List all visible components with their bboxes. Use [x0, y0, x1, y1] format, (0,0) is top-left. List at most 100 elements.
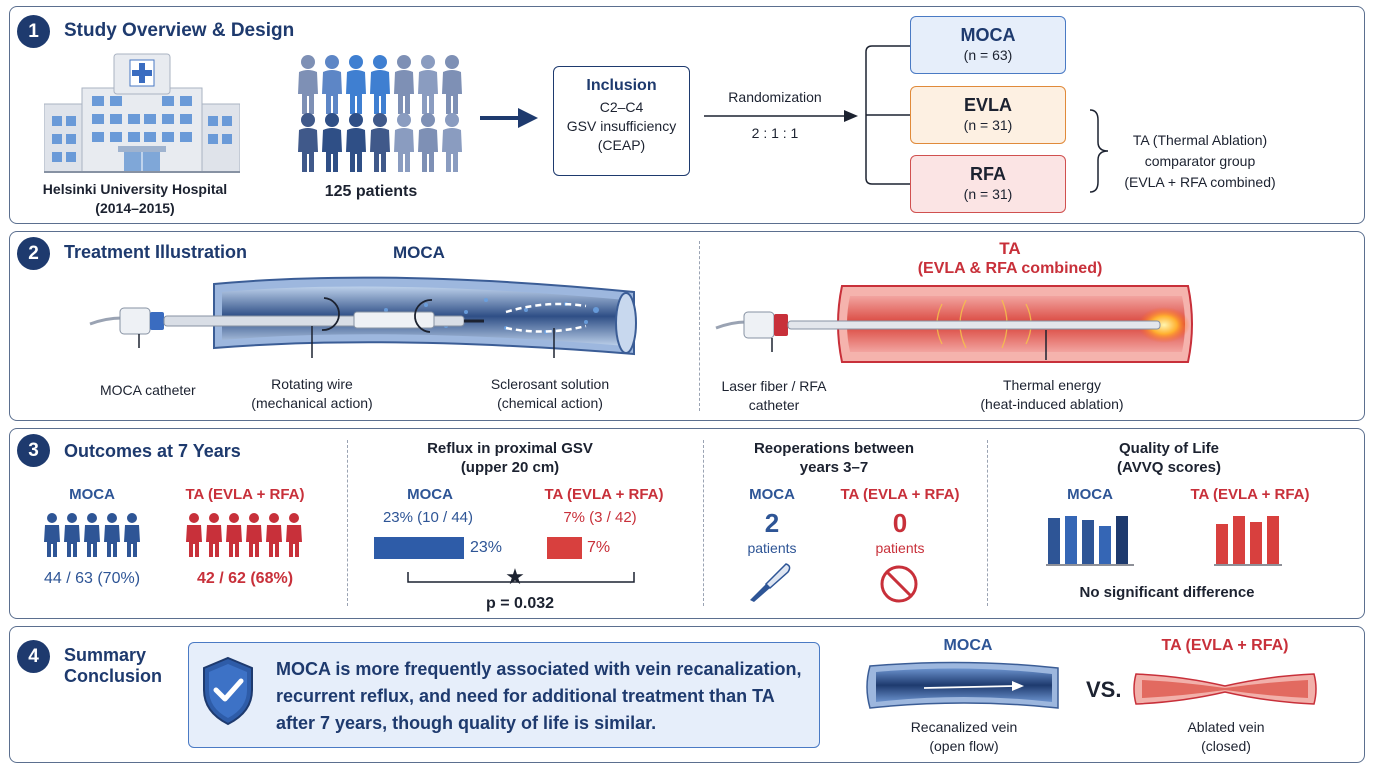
people-icon [298, 55, 462, 172]
thermal-energy-label: Thermal energy [1002, 377, 1102, 393]
hospital-name: Helsinki University Hospital [42, 181, 228, 197]
comparator-line2: comparator group [1144, 153, 1256, 169]
randomization-arrow-icon [704, 110, 858, 122]
ta-bar-label: 7% [587, 539, 611, 556]
moca-group-box: MOCA (n = 63) [910, 16, 1066, 74]
section-number-2: 2 [17, 237, 50, 270]
outcomes-panel [9, 428, 1365, 619]
ablated-label: Ablated vein [1187, 719, 1265, 735]
moca-group-n: (n = 63) [963, 47, 1013, 63]
qol-title-2: (AVVQ scores) [1117, 459, 1221, 476]
section-number-4: 4 [17, 640, 50, 673]
vs-label: VS. [1086, 677, 1122, 702]
recanalized-label: Recanalized vein [910, 719, 1018, 735]
no-difference-label: No significant difference [1079, 584, 1255, 601]
reflux-moca-label: MOCA [407, 486, 453, 503]
rfa-group-n: (n = 31) [963, 186, 1013, 202]
summary-title-2: Conclusion [64, 666, 162, 686]
ta-vein-illustration [715, 285, 1193, 363]
hospital-years: (2014–2015) [95, 200, 175, 216]
moca-reop-patients: patients [747, 540, 797, 556]
conclusion-box [188, 642, 820, 748]
reflux-ta-label: TA (EVLA + RFA) [544, 486, 664, 503]
inclusion-line3: (CEAP) [597, 137, 646, 153]
section-number-1: 1 [17, 15, 50, 48]
panel2-divider [699, 241, 700, 411]
outcome-ta-label: TA (EVLA + RFA) [185, 486, 305, 503]
panel3-divider-1 [347, 440, 348, 606]
summary-moca-label: MOCA [943, 637, 993, 654]
hospital-icon [44, 53, 240, 173]
reop-title-1: Reoperations between [753, 440, 915, 457]
rotating-wire-label: Rotating wire [271, 376, 353, 392]
inclusion-line1: C2–C4 [599, 99, 644, 115]
ratio-label: 2 : 1 : 1 [751, 125, 799, 141]
summary-ta-label: TA (EVLA + RFA) [1161, 637, 1289, 654]
qol-ta-label: TA (EVLA + RFA) [1190, 486, 1310, 503]
shield-check-icon [203, 656, 253, 726]
conclusion-line-3: after 7 years, though quality of life is… [276, 713, 657, 733]
inclusion-box: Inclusion C2–C4 GSV insufficiency (CEAP) [553, 66, 690, 176]
section-number-3: 3 [17, 434, 50, 467]
moca-bar-label: 23% [470, 539, 503, 556]
moca-patients-icon [44, 513, 140, 557]
panel3-divider-2 [703, 440, 704, 606]
outcomes-title: Outcomes at 7 Years [64, 441, 241, 461]
evla-group-n: (n = 31) [963, 117, 1013, 133]
rotating-wire-sub: (mechanical action) [251, 395, 373, 411]
treatment-title: Treatment Illustration [64, 242, 248, 262]
outcome-moca-label: MOCA [69, 486, 115, 503]
p-value: p = 0.032 [485, 595, 555, 612]
conclusion-line-2: recurrent reflux, and need for additiona… [276, 686, 775, 706]
ta-reop-count: 0 [892, 508, 908, 538]
moca-count: 44 / 63 (70%) [43, 570, 141, 587]
thermal-energy-sub: (heat-induced ablation) [980, 396, 1124, 412]
scalpel-icon [750, 563, 791, 602]
prohibited-icon [880, 565, 918, 603]
group-bracket [865, 45, 912, 185]
moca-group-name: MOCA [960, 25, 1016, 45]
qol-moca-label: MOCA [1067, 486, 1113, 503]
study-overview-title: Study Overview & Design [64, 20, 295, 41]
rfa-group-box: RFA (n = 31) [910, 155, 1066, 213]
reflux-title-2: (upper 20 cm) [460, 459, 560, 476]
reop-moca-label: MOCA [749, 486, 795, 503]
inclusion-title: Inclusion [586, 77, 657, 94]
comparator-line1: TA (Thermal Ablation) [1132, 132, 1268, 148]
arrow-icon [480, 108, 538, 128]
conclusion-line-1: MOCA is more frequently associated with … [276, 659, 802, 679]
ta-reop-patients: patients [875, 540, 925, 556]
moca-reflux-value: 23% (10 / 44) [382, 509, 474, 526]
randomization-label: Randomization [728, 89, 822, 105]
moca-reflux-bar [374, 537, 464, 559]
sclerosant-label: Sclerosant solution [490, 376, 610, 392]
evla-group-name: EVLA [963, 95, 1012, 115]
conclusion-text: MOCA is more frequently associated with … [276, 656, 801, 737]
ablated-vein-icon [1133, 673, 1317, 705]
moca-reop-count: 2 [764, 508, 780, 538]
ta-illustration-title: TA [999, 239, 1021, 258]
ta-illustration-subtitle: (EVLA & RFA combined) [917, 260, 1103, 277]
ta-qol-bars-icon [1214, 516, 1282, 566]
ablated-sub: (closed) [1201, 738, 1251, 754]
evla-group-box: EVLA (n = 31) [910, 86, 1066, 144]
sclerosant-sub: (chemical action) [497, 395, 603, 411]
reop-ta-label: TA (EVLA + RFA) [840, 486, 960, 503]
comparator-line3: (EVLA + RFA combined) [1124, 174, 1276, 190]
significance-star: ★ [505, 564, 525, 589]
qol-title-1: Quality of Life [1118, 440, 1219, 457]
inclusion-line2: GSV insufficiency [566, 118, 677, 134]
recanalized-vein-icon [866, 661, 1059, 709]
moca-qol-bars-icon [1046, 516, 1134, 566]
patients-count: 125 patients [324, 183, 418, 200]
ta-patients-icon [186, 513, 302, 557]
recanalized-sub: (open flow) [929, 738, 999, 754]
comparator-brace [1089, 109, 1109, 193]
moca-vein-illustration [89, 276, 637, 358]
reflux-title-1: Reflux in proximal GSV [427, 440, 593, 457]
significance-bracket [407, 572, 635, 583]
rfa-group-name: RFA [970, 164, 1006, 184]
moca-catheter-label: MOCA catheter [100, 382, 196, 398]
reop-title-2: years 3–7 [799, 459, 869, 476]
panel3-divider-3 [987, 440, 988, 606]
